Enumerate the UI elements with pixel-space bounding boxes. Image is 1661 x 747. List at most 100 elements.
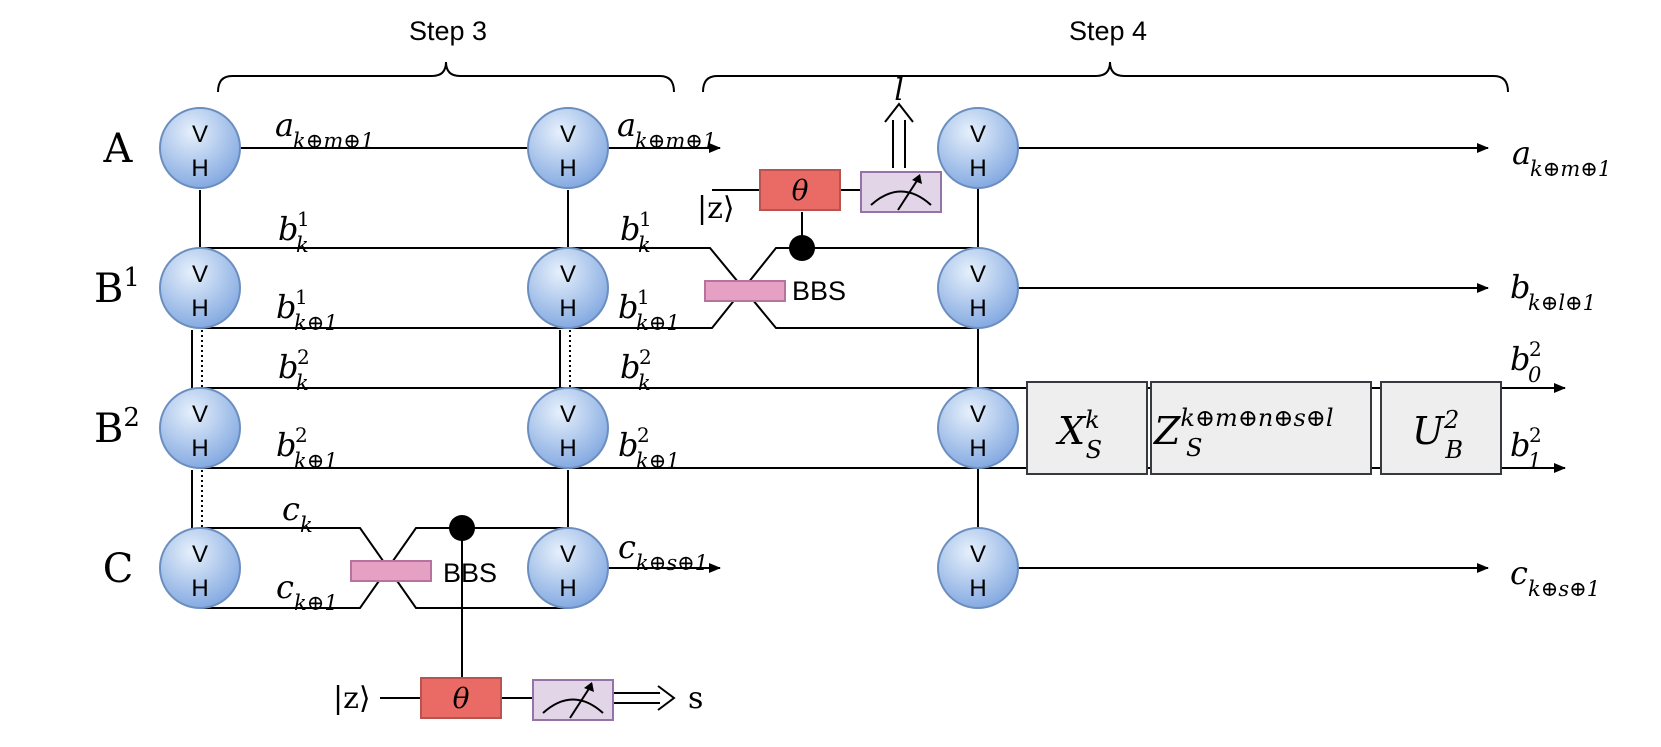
node-h-label: H: [969, 575, 986, 602]
label-sup: 2: [1529, 423, 1542, 447]
label-sub: k⊕l⊕1: [1528, 291, 1596, 315]
step3-brace: [217, 61, 675, 93]
label-base: b: [620, 348, 640, 386]
z-operator-box: Zk⊕m⊕n⊕s⊕l S: [1150, 381, 1372, 475]
node-b2-1: VH: [159, 387, 241, 469]
label-sub: k⊕1: [294, 449, 338, 473]
label-base: b: [1510, 340, 1530, 378]
classical-output-l: l: [884, 73, 914, 168]
control-dot-lower: [449, 515, 475, 541]
step4-brace: [702, 61, 1509, 93]
label-a-out1: ak⊕m⊕1: [617, 106, 716, 153]
label-b1k1-a: b1k⊕1: [276, 285, 338, 335]
node-v-label: V: [970, 541, 986, 568]
step3-label: Step 3: [409, 16, 487, 46]
label-sub: k: [300, 513, 313, 537]
label-sub: k: [638, 371, 651, 395]
label-b2k1-b: b2k⊕1: [618, 423, 680, 473]
node-b2-3: VH: [937, 387, 1019, 469]
node-b1-3: VH: [937, 247, 1019, 329]
label-base: b: [278, 210, 298, 248]
label-base: b: [1510, 426, 1530, 464]
meter-lower: [532, 679, 614, 721]
classical-output-s: s: [612, 681, 703, 716]
label-sub: 1: [1528, 449, 1541, 473]
node-b2-2: VH: [527, 387, 609, 469]
label-b1k1-b: b1k⊕1: [618, 285, 680, 335]
label-sup: 2: [1529, 337, 1542, 361]
label-sup: 2: [295, 423, 308, 447]
node-v-label: V: [192, 121, 208, 148]
node-v-label: V: [192, 401, 208, 428]
node-h-label: H: [969, 155, 986, 182]
meter-upper: [860, 171, 942, 213]
node-v-label: V: [192, 541, 208, 568]
node-v-label: V: [970, 261, 986, 288]
label-base: a: [1512, 134, 1531, 172]
svg-text:U2B: U2B: [1412, 406, 1463, 464]
node-h-label: H: [191, 435, 208, 462]
outcome-l: l: [894, 73, 904, 108]
control-dot-upper: [789, 235, 815, 261]
label-a-mid: ak⊕m⊕1: [275, 106, 374, 153]
label-b2-out0: b20: [1510, 337, 1542, 387]
label-base: c: [1510, 554, 1528, 592]
ket-upper: |z⟩: [697, 191, 735, 226]
label-sub: k: [296, 233, 309, 257]
svg-text:Zk⊕m⊕n⊕s⊕l: Zk⊕m⊕n⊕s⊕l: [1153, 404, 1334, 453]
label-sub: k⊕s⊕1: [1528, 577, 1600, 601]
label-sup: 2: [639, 345, 652, 369]
label-base: c: [282, 490, 300, 528]
node-v-label: V: [970, 121, 986, 148]
label-sup: 1: [295, 285, 308, 309]
node-v-label: V: [560, 261, 576, 288]
svg-text:XkS: XkS: [1055, 406, 1102, 464]
step4-label: Step 4: [1069, 16, 1147, 46]
label-base: b: [276, 288, 296, 326]
label-base: a: [275, 106, 294, 144]
party-a-label: A: [103, 126, 134, 172]
node-h-label: H: [969, 435, 986, 462]
node-a-1: VH: [159, 107, 241, 189]
theta-gate-lower: θ: [420, 677, 502, 719]
label-sub: k: [638, 233, 651, 257]
label-sup: 2: [637, 423, 650, 447]
label-sub: k: [296, 371, 309, 395]
label-sub: k⊕1: [636, 449, 680, 473]
node-b1-2: VH: [527, 247, 609, 329]
node-v-label: V: [192, 261, 208, 288]
label-b2k-b: b2k: [620, 345, 652, 395]
node-v-label: V: [970, 401, 986, 428]
node-h-label: H: [559, 295, 576, 322]
label-sup: 1: [297, 207, 310, 231]
label-base: b: [278, 348, 298, 386]
label-base: c: [618, 528, 636, 566]
label-sub: k⊕1: [636, 311, 680, 335]
label-base: c: [276, 568, 294, 606]
label-base: b: [1510, 268, 1530, 306]
label-sup: 2: [297, 345, 310, 369]
node-v-label: V: [560, 401, 576, 428]
label-base: a: [617, 106, 636, 144]
label-sub: k⊕m⊕1: [635, 129, 716, 153]
label-b1k-a: b1k: [278, 207, 310, 257]
outcome-s: s: [688, 681, 703, 716]
label-sub: 0: [1528, 363, 1541, 387]
label-b1k-b: b1k: [620, 207, 652, 257]
node-h-label: H: [559, 155, 576, 182]
node-h-label: H: [969, 295, 986, 322]
node-h-label: H: [191, 155, 208, 182]
theta-gate-upper: θ: [759, 169, 841, 211]
node-a-2: VH: [527, 107, 609, 189]
node-c-3: VH: [937, 527, 1019, 609]
node-h-label: H: [559, 575, 576, 602]
